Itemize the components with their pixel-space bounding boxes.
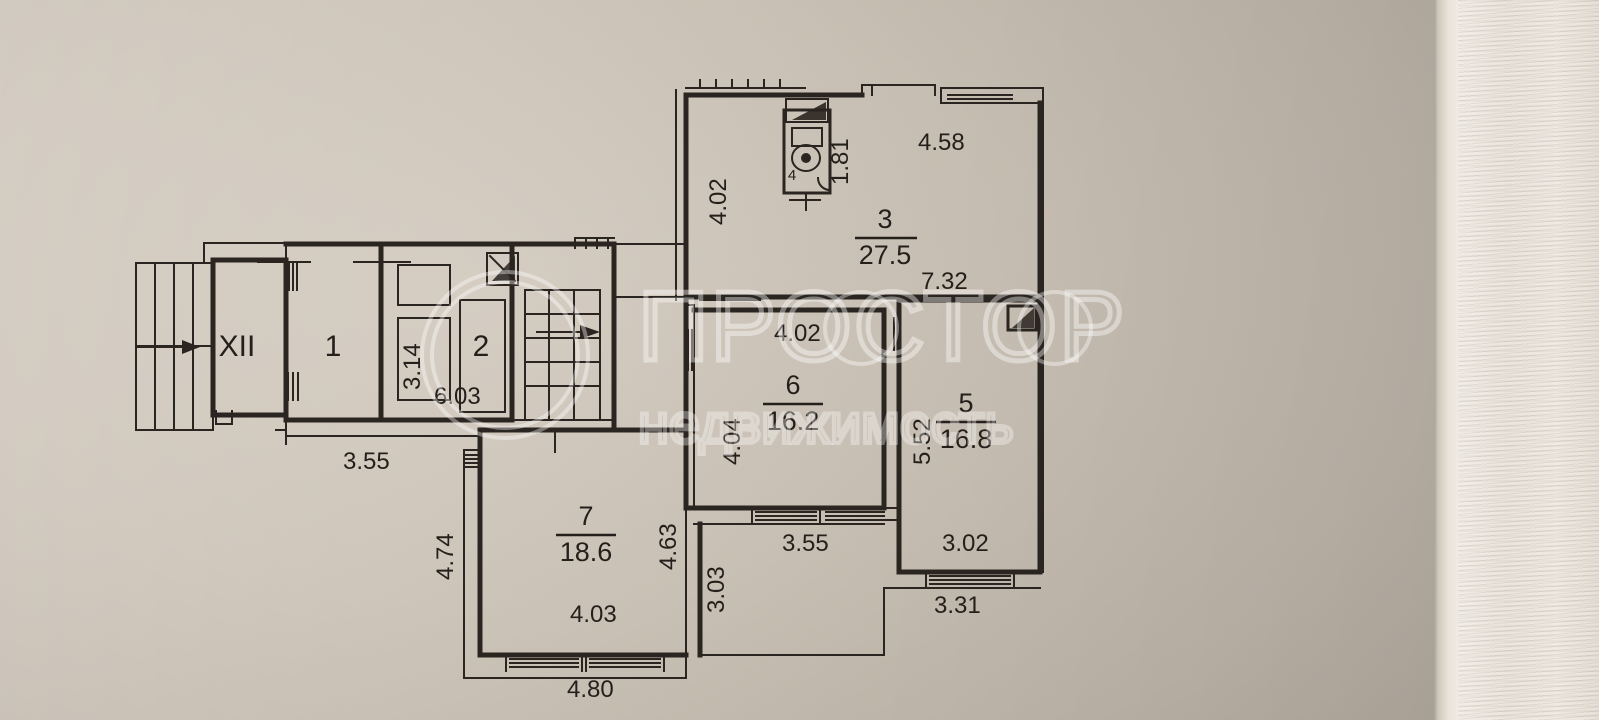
dimension-3-55-bottom: 3.55	[782, 530, 829, 557]
dimension-6-03: 6.03	[434, 383, 481, 410]
room-5-label: 5	[958, 388, 973, 418]
room-3-label: 3	[877, 204, 892, 234]
room-5-walls	[883, 297, 1044, 589]
corridor-bottom-walls	[683, 505, 885, 679]
stairwell-xii	[135, 242, 289, 431]
room-7-walls	[463, 427, 689, 679]
dimension-3-14: 3.14	[399, 343, 426, 390]
room-1-label: 1	[325, 330, 342, 363]
dimension-1-81: 1.81	[827, 138, 854, 185]
dimension-4-04: 4.04	[719, 418, 746, 465]
floor-plan-drawing: 4	[135, 79, 1044, 703]
photo-paper-background	[0, 0, 1434, 720]
background-wall-texture	[1458, 0, 1599, 720]
dimension-4-74: 4.74	[432, 533, 459, 580]
dimension-4-03: 4.03	[570, 601, 617, 628]
dimension-4-63: 4.63	[655, 523, 682, 570]
room-1-walls	[257, 241, 411, 423]
dimension-4-02-left: 4.02	[705, 178, 732, 225]
room-7-area: 18.6	[560, 537, 613, 567]
room-3-walls	[675, 79, 1044, 301]
room-3-area: 27.5	[859, 240, 912, 270]
dimension-4-80: 4.80	[567, 676, 614, 703]
dimension-4-58: 4.58	[918, 129, 965, 156]
room-2-stairs	[378, 241, 617, 453]
dimension-3-02: 3.02	[942, 530, 989, 557]
dimension-3-03: 3.03	[703, 566, 730, 613]
room-6-area: 16.2	[767, 406, 820, 436]
dimension-labels: 4.02 1.81 4.58 7.32 3.14 6.03 3.55 4.02 …	[343, 129, 989, 703]
dimension-7-32: 7.32	[921, 268, 968, 295]
dimension-3-31: 3.31	[934, 592, 981, 619]
dimension-4-02-mid: 4.02	[774, 320, 821, 347]
room-labels: XII 1 2 3 27.5 6 16.2 5 16.8 7 18.6	[219, 204, 996, 567]
dimension-5-52: 5.52	[909, 418, 936, 465]
room-4-wc: 4	[782, 98, 832, 211]
dimension-3-55-top: 3.55	[343, 448, 390, 475]
sheet-right-edge	[1434, 0, 1458, 720]
room-7-label: 7	[578, 501, 593, 531]
outer-lower-edges	[275, 237, 687, 445]
room-6-walls	[683, 294, 887, 525]
room-5-area: 16.8	[940, 424, 993, 454]
room-4-label: 4	[788, 167, 796, 184]
room-6-label: 6	[785, 370, 800, 400]
room-xii-label: XII	[219, 330, 256, 363]
room-2-label: 2	[473, 330, 490, 363]
